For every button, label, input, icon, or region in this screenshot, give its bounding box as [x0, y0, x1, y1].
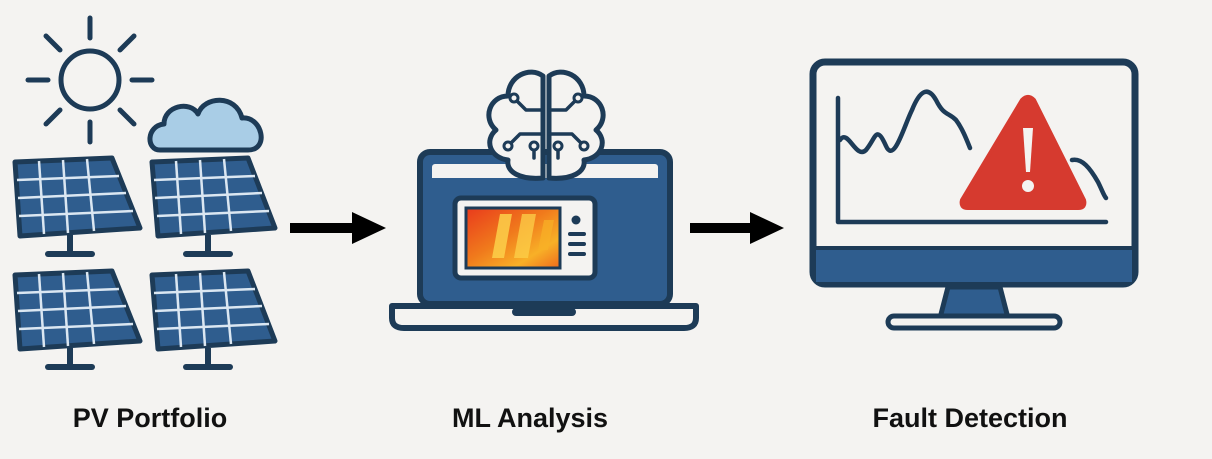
cloud-icon — [147, 97, 264, 153]
solar-panel-icon — [149, 155, 278, 257]
thermal-image-icon — [452, 195, 598, 281]
arrow-right-icon — [290, 212, 386, 244]
arrow-right-icon — [690, 212, 784, 244]
sun-icon — [25, 15, 155, 145]
solar-panel-icon — [12, 268, 143, 370]
monitor-icon — [809, 58, 1139, 331]
solar-panel-icon — [149, 268, 278, 370]
stage-label-fault-detection: Fault Detection — [872, 403, 1068, 433]
solar-panel-icon — [12, 155, 143, 257]
line-chart-icon — [835, 89, 1109, 225]
warning-icon — [959, 95, 1087, 210]
brain-icon — [486, 69, 606, 181]
stage-label-pv-portfolio: PV Portfolio — [72, 403, 228, 433]
stage-label-ml-analysis: ML Analysis — [451, 403, 609, 433]
